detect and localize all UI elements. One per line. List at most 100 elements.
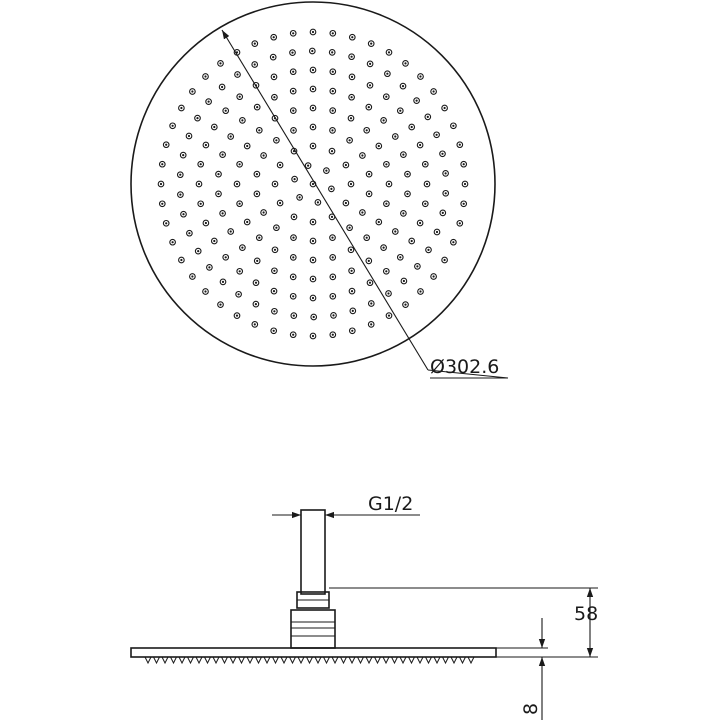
nozzle-hole [237,293,240,296]
nozzle-hole [351,309,354,312]
diameter-dimension-line [221,29,429,371]
nozzle-hole [241,119,244,122]
nozzle-hole [241,246,244,249]
nozzle-hole [275,139,278,142]
nozzle-hole [330,150,334,153]
nozzle-hole [432,90,435,93]
nozzle-hole [386,72,389,75]
nozzle-hole [272,56,275,59]
nozzle-hole [292,314,295,317]
nozzle-hole [382,119,385,122]
nozzle-hole [171,124,174,127]
nozzle-hole [159,182,163,186]
nozzle-hole [207,100,210,103]
nozzle-hole [350,75,354,78]
nozzle-hole [387,182,391,186]
nozzle-hole [406,173,409,176]
nozzle-hole [444,192,447,195]
nozzle-hole [311,182,315,186]
nozzle-hole [253,63,256,66]
nozzle-hole [349,182,353,186]
nozzle-hole [197,182,201,186]
nozzle-hole [350,96,353,99]
nozzle-hole [208,266,211,269]
nozzle-hole [253,42,256,45]
nozzle-hole [219,303,222,306]
side-nozzle-tip [340,656,347,665]
nozzle-hole [275,226,278,229]
side-nozzle-tip [255,656,262,665]
nozzle-hole [311,258,315,262]
nozzle-hole [311,106,315,110]
side-nozzle-tip [374,656,381,665]
nozzle-hole [311,125,315,129]
nozzle-hole [385,95,388,98]
nozzle-hole [311,68,315,72]
nozzle-hole [292,90,295,93]
nozzle-hole [348,226,351,229]
nozzle-hole [196,117,199,120]
nozzle-hole [462,202,465,205]
side-nozzle-tip [306,656,313,665]
nozzle-hole [221,280,225,283]
nozzle-hole [255,192,258,195]
nozzle-hole [344,201,347,205]
nozzle-hole [419,143,422,147]
nozzle-hole [204,221,207,225]
nozzle-hole [350,290,354,293]
nozzle-hole [298,196,301,199]
nozzle-hole [331,236,334,239]
nozzle-hole [312,315,315,319]
nozzle-hole [394,135,397,138]
nozzle-hole [377,220,380,224]
nozzle-hole [350,55,353,58]
nozzle-hole [404,62,407,65]
nozzle-hole [273,96,276,99]
nozzle-hole [254,281,258,284]
nozzle-hole [161,163,164,166]
side-nozzle-tip [263,656,271,665]
nozzle-hole [204,143,207,147]
nozzle-hole [311,87,315,91]
nozzle-hole [238,270,241,273]
nozzle-hole [253,323,256,326]
side-nozzle-tip [272,656,279,665]
side-nozzle-row [144,656,475,665]
nozzle-hole [325,169,328,172]
thread-label: G1/2 [368,493,413,515]
nozzle-hole [238,202,241,205]
side-nozzle-tip [408,656,415,665]
nozzle-hole [161,202,164,205]
nozzle-hole [399,256,402,259]
nozzle-hole [368,192,371,195]
nozzle-hole [219,62,222,65]
nozzle-hole [361,211,364,214]
nozzle-hole [344,163,347,167]
nozzle-hole [221,153,224,156]
nozzle-hole [311,334,315,338]
nozzle-hole [399,109,402,112]
nozzle-hole [402,153,405,156]
nozzle-hole [463,182,467,186]
side-nozzle-tip [161,656,169,665]
nozzle-hole [350,269,353,272]
nozzle-hole [368,84,372,87]
side-nozzle-tip [297,656,305,665]
nozzle-hole [254,303,257,306]
nozzle-hole [452,124,455,127]
nozzle-hole [262,154,265,157]
nozzle-hole [370,302,373,305]
nozzle-hole [387,292,390,295]
top-view: Ø302.6 [130,1,509,379]
side-nozzle-tip [153,656,160,665]
nozzle-hole [213,239,216,243]
nozzle-hole [458,222,461,225]
nozzle-hole [188,232,191,235]
nozzle-hole [331,32,334,35]
nozzle-hole [367,106,370,109]
side-nozzle-tip [391,656,398,665]
nozzle-hole [410,125,413,129]
side-nozzle-tip [399,656,407,665]
nozzle-hole [432,275,435,278]
nozzle-hole [224,109,227,112]
